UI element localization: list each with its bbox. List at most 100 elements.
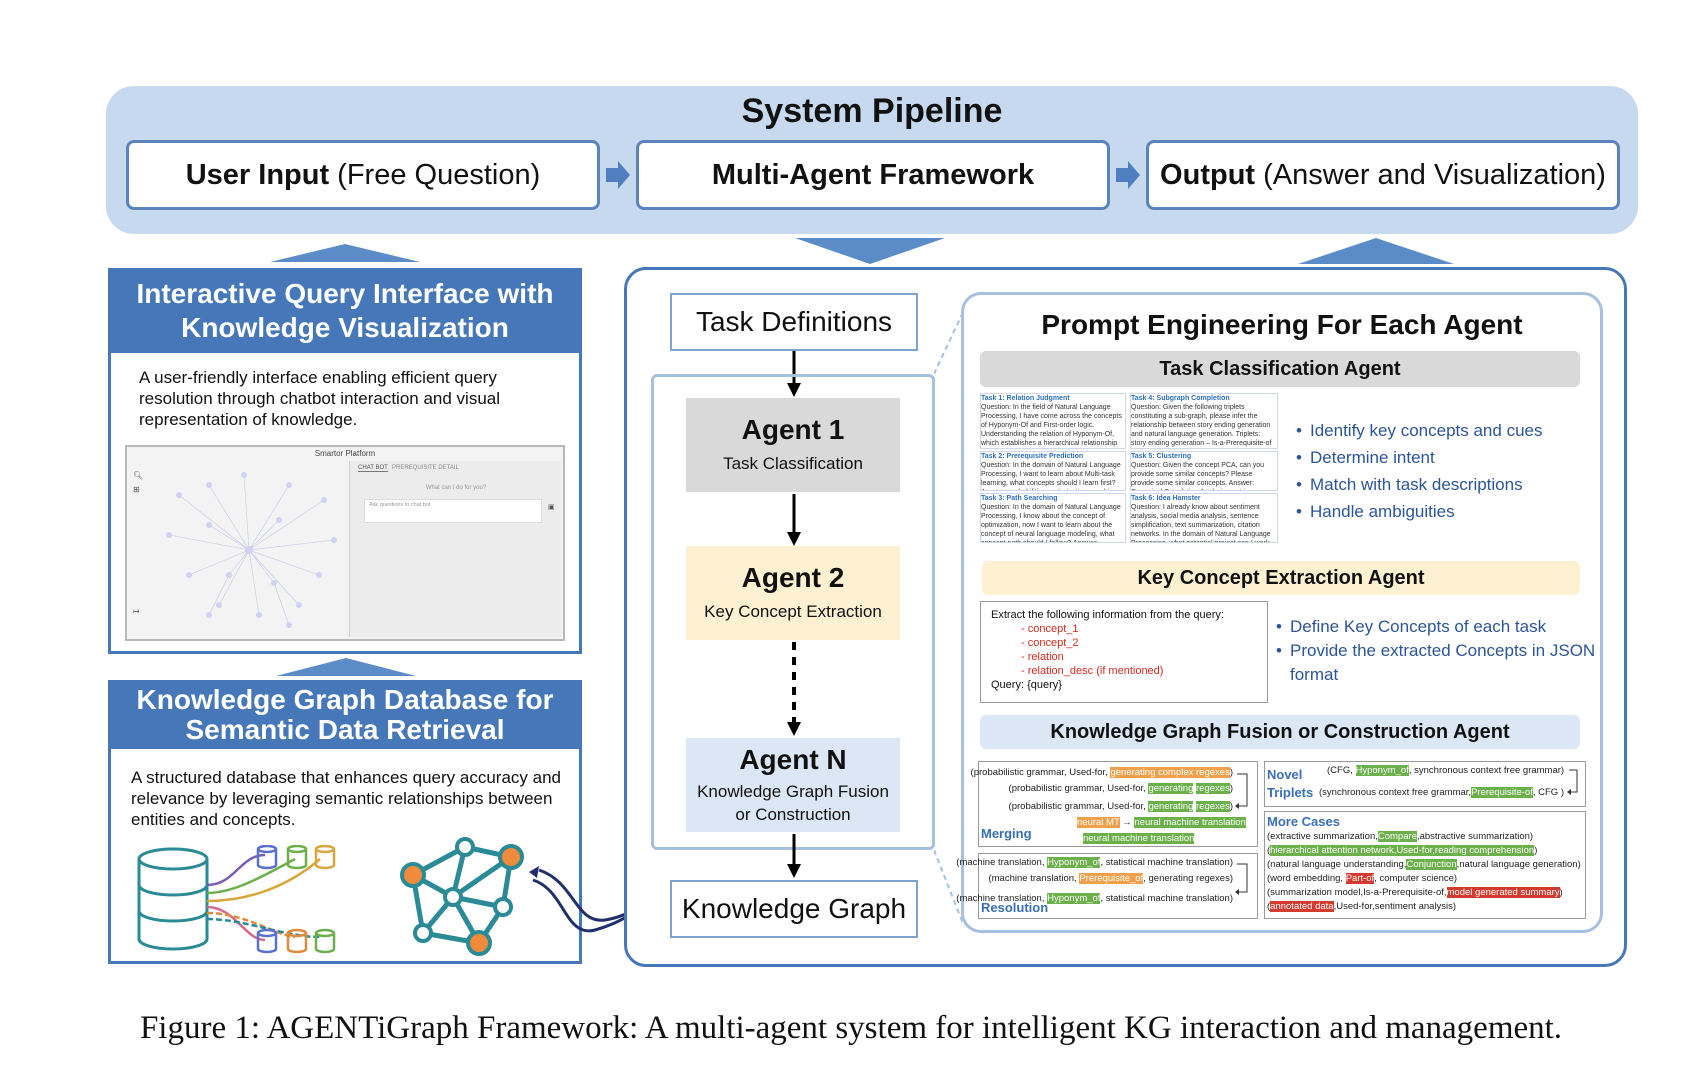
triplet-line: (CFG, Hyponym_of, synchronous context fr…	[1327, 765, 1565, 776]
agent-title: Agent 2	[741, 562, 845, 593]
network-graph-icon	[400, 837, 524, 956]
bracket-arrow-icon	[1235, 863, 1248, 895]
key-concept-bar: Key Concept Extraction Agent	[982, 561, 1580, 595]
dashed-connector	[934, 309, 965, 927]
kg-database-description: A structured database that enhances quer…	[131, 768, 561, 829]
heading-line: Knowledge Graph Database for	[136, 684, 554, 715]
triplet-line: (machine translation, Prerequisite_of, g…	[988, 873, 1233, 884]
merge-node: neural MT → neural machine translation	[1077, 817, 1246, 828]
kg-database-panel: Knowledge Graph Database for Semantic Da…	[108, 680, 582, 964]
agent-1-box: Agent 1 Task Classification	[686, 398, 900, 492]
triplet-line: (word embedding, Part-of, computer scien…	[1267, 873, 1458, 884]
triplet-line: (extractive summarization,Compare,abstra…	[1267, 831, 1534, 842]
chatbot-pane: CHAT BOT PREREQUISITE DETAIL What can I …	[349, 461, 561, 637]
task-classification-bullets: •Identify key concepts and cues •Determi…	[1296, 417, 1542, 525]
down-arrow-icon	[787, 494, 801, 546]
knowledge-graph-box: Knowledge Graph	[670, 880, 918, 938]
down-arrow-icon	[787, 834, 801, 878]
extract-query: Query: {query}	[991, 679, 1062, 691]
kg-fusion-bar: Knowledge Graph Fusion or Construction A…	[980, 715, 1580, 749]
bracket-arrow-icon	[1567, 769, 1578, 795]
pipeline-arrow-icon	[1116, 161, 1140, 189]
query-interface-panel: Interactive Query Interface with Knowled…	[108, 268, 582, 654]
bullet-item: format	[1290, 665, 1339, 684]
more-cases-label: More Cases	[1267, 814, 1340, 829]
resolution-label: Resolution	[981, 900, 1049, 915]
agent-subtitle-line: or Construction	[735, 805, 851, 824]
triplet-line: (probabilistic grammar, Used-for, genera…	[1008, 801, 1233, 812]
extract-item: - concept_1	[1021, 623, 1079, 635]
prompt-engineering-title: Prompt Engineering For Each Agent	[1041, 309, 1523, 340]
query-interface-heading: Interactive Query Interface with Knowled…	[111, 271, 579, 353]
extract-item: - relation	[1021, 651, 1064, 663]
pipeline-title: System Pipeline	[741, 92, 1003, 130]
merging-box: (probabilistic grammar, Used-for, genera…	[971, 761, 1258, 847]
agent-subtitle-line: Knowledge Graph Fusion	[697, 782, 889, 801]
query-interface-description: A user-friendly interface enabling effic…	[139, 368, 501, 429]
chat-input[interactable]: Ask questions to chat bot	[364, 499, 542, 523]
bracket-arrow-icon	[1235, 773, 1248, 809]
bullet-item: •Define Key Concepts of each task	[1276, 617, 1547, 636]
pipeline-arrow-icon	[606, 161, 630, 189]
tab-chat-bot[interactable]: CHAT BOT	[358, 465, 388, 472]
more-cases-box: More Cases (extractive summarization,Com…	[1264, 811, 1586, 919]
merging-label: Merging	[981, 826, 1032, 841]
bullet-item: •Handle ambiguities	[1296, 502, 1455, 521]
triplet-line: (machine translation, Hyponym_of, statis…	[956, 857, 1233, 868]
system-pipeline-banner: System Pipeline User Input (Free Questio…	[106, 86, 1638, 234]
exit-icon[interactable]: ↦	[133, 607, 140, 616]
extract-item: - concept_2	[1021, 637, 1079, 649]
bullet-item: •Identify key concepts and cues	[1296, 421, 1543, 440]
down-arrow-icon	[795, 238, 945, 264]
extraction-prompt-box: Extract the following information from t…	[980, 601, 1268, 703]
agent-title: Agent 1	[741, 414, 845, 445]
heading-line: Interactive Query Interface with	[136, 278, 554, 309]
pipeline-step-output: Output (Answer and Visualization)	[1146, 140, 1620, 210]
platform-screenshot: Smartor Platform 🔍︎ ⊞ ↦ CHAT BOT	[125, 445, 565, 641]
up-arrow-icon	[276, 658, 416, 676]
triplet-line: (annotated data,Used-for,sentiment analy…	[1267, 901, 1457, 912]
prompt-engineering-panel: Prompt Engineering For Each Agent Task C…	[956, 292, 1603, 933]
triplet-line: (probabilistic grammar, Used-for, genera…	[1008, 783, 1233, 794]
grid-icon[interactable]: ⊞	[133, 485, 140, 494]
figure-caption: Figure 1: AGENTiGraph Framework: A multi…	[139, 1010, 1563, 1046]
bullet-item: •Match with task descriptions	[1296, 475, 1523, 494]
agent-subtitle: Task Classification	[723, 454, 863, 473]
up-arrow-icon	[1298, 238, 1454, 264]
task-definitions-box: Task Definitions	[670, 293, 918, 351]
heading-line: Knowledge Visualization	[181, 312, 509, 343]
tab-prerequisite-detail[interactable]: PREREQUISITE DETAIL	[392, 465, 459, 471]
down-arrow-icon	[787, 351, 801, 397]
send-icon[interactable]: ▣	[548, 504, 555, 511]
agent-2-box: Agent 2 Key Concept Extraction	[686, 546, 900, 640]
agent-n-box: Agent N Knowledge Graph Fusion or Constr…	[686, 738, 900, 832]
search-icon[interactable]: 🔍︎	[133, 471, 144, 480]
pipeline-step-user-input: User Input (Free Question)	[126, 140, 600, 210]
pipeline-step-multi-agent: Multi-Agent Framework	[636, 140, 1110, 210]
graph-preview	[166, 472, 337, 628]
task-classification-bar: Task Classification Agent	[980, 351, 1580, 387]
database-icon	[137, 845, 336, 954]
extract-intro: Extract the following information from t…	[991, 609, 1224, 621]
kg-database-heading: Knowledge Graph Database for Semantic Da…	[111, 683, 579, 749]
bullet-item: •Determine intent	[1296, 448, 1435, 467]
merge-result: neural machine translation	[1083, 833, 1195, 844]
triplet-line: (machine translation, Hyponym_of, statis…	[956, 893, 1233, 904]
extract-item: - relation_desc (if mentioned)	[1021, 665, 1164, 677]
triplet-line: (probabilistic grammar, Used-for, genera…	[970, 767, 1233, 778]
triplet-line: (synchronous context free grammar,Prereq…	[1319, 787, 1564, 798]
resolution-box: (machine translation, Hyponym_of, statis…	[956, 853, 1258, 919]
platform-title: Smartor Platform	[314, 449, 376, 458]
dashed-down-arrow-icon	[787, 642, 801, 736]
up-arrow-icon	[270, 244, 420, 262]
agent-title: Agent N	[739, 744, 847, 775]
